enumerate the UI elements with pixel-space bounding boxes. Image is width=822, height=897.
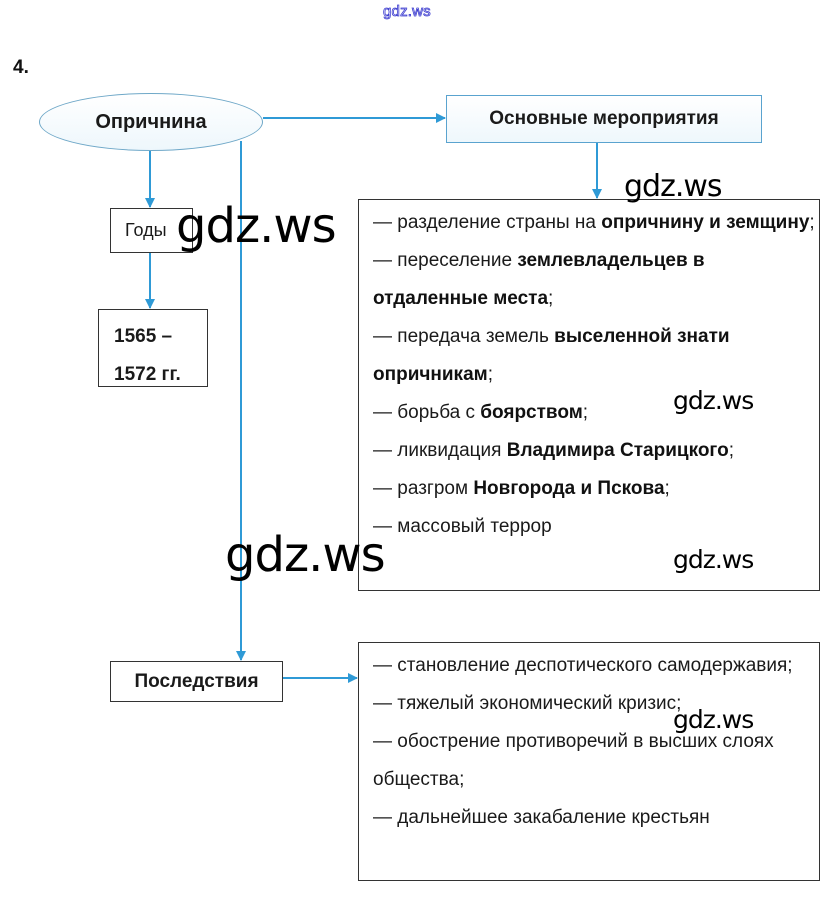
measure-item-text: — переселение [373, 250, 518, 271]
task-number: 4. [13, 57, 29, 78]
measure-item-text: ; [548, 288, 554, 309]
measure-item-text: — борьба с [373, 402, 481, 423]
effects-label-node: Последствия [110, 661, 283, 702]
measure-item-text: — массовый террор [373, 516, 552, 537]
measure-item: — передача земель выселенной знати оприч… [373, 318, 819, 394]
measure-item-emphasis: опричнину и земщину [601, 212, 810, 233]
measure-item-text: ; [809, 212, 815, 233]
watermark: gdz.ws [673, 545, 754, 574]
measure-item: — борьба с боярством; [373, 394, 819, 432]
measure-item-text: ; [582, 402, 589, 423]
measure-item-emphasis: землевладельцев в отдаленные места [373, 250, 705, 309]
years-value-node: 1565 – 1572 гг. [98, 309, 208, 387]
measure-item: — разгром Новгорода и Пскова; [373, 470, 819, 508]
effect-item: — обострение противоречий в высших слоях… [373, 731, 774, 790]
root-node-oprichnina: Опричнина [39, 93, 263, 151]
measure-item: — ликвидация Владимира Старицкого; [373, 432, 819, 470]
effect-item: — дальнейшее закабаление крестьян [373, 807, 710, 828]
measure-item: — массовый террор [373, 508, 819, 546]
measure-item-emphasis: Владимира Старицкого [506, 440, 729, 461]
measure-item-text: — передача земель [373, 326, 555, 347]
measure-item: — разделение страны на опричнину и земщи… [373, 204, 819, 242]
measures-header-node: Основные мероприятия [446, 95, 762, 143]
measure-item-emphasis: выселенной знати опричникам [373, 326, 730, 385]
measure-item-emphasis: боярством [480, 402, 583, 423]
measure-item-text: — разгром [373, 478, 474, 499]
watermark: gdz.ws [225, 527, 386, 583]
measure-item-text: ; [728, 440, 734, 461]
measures-list-box: — разделение страны на опричнину и земщи… [358, 199, 820, 591]
site-watermark-top: gdz.ws [383, 3, 431, 21]
years-value-line: 1572 гг. [114, 364, 181, 385]
measure-item-text: ; [664, 478, 670, 499]
effect-item: — становление деспотического самодержави… [373, 655, 793, 676]
watermark: gdz.ws [673, 705, 754, 734]
measure-item: — переселение землевладельцев в отдаленн… [373, 242, 819, 318]
measure-item-text: — ликвидация [373, 440, 507, 461]
effects-label-text: Последствия [134, 670, 259, 692]
measure-item-text: — разделение страны на [373, 212, 602, 233]
watermark: gdz.ws [624, 169, 723, 204]
measure-item-emphasis: Новгорода и Пскова [473, 478, 665, 499]
years-label-node: Годы [110, 208, 193, 253]
effects-list-box: — становление деспотического самодержави… [358, 642, 820, 881]
measure-item-text: ; [487, 364, 493, 385]
years-label-text: Годы [125, 220, 167, 240]
watermark: gdz.ws [176, 198, 337, 254]
watermark: gdz.ws [673, 386, 754, 415]
effect-item: — тяжелый экономический кризис; [373, 693, 682, 714]
years-value-line: 1565 – [114, 326, 173, 347]
